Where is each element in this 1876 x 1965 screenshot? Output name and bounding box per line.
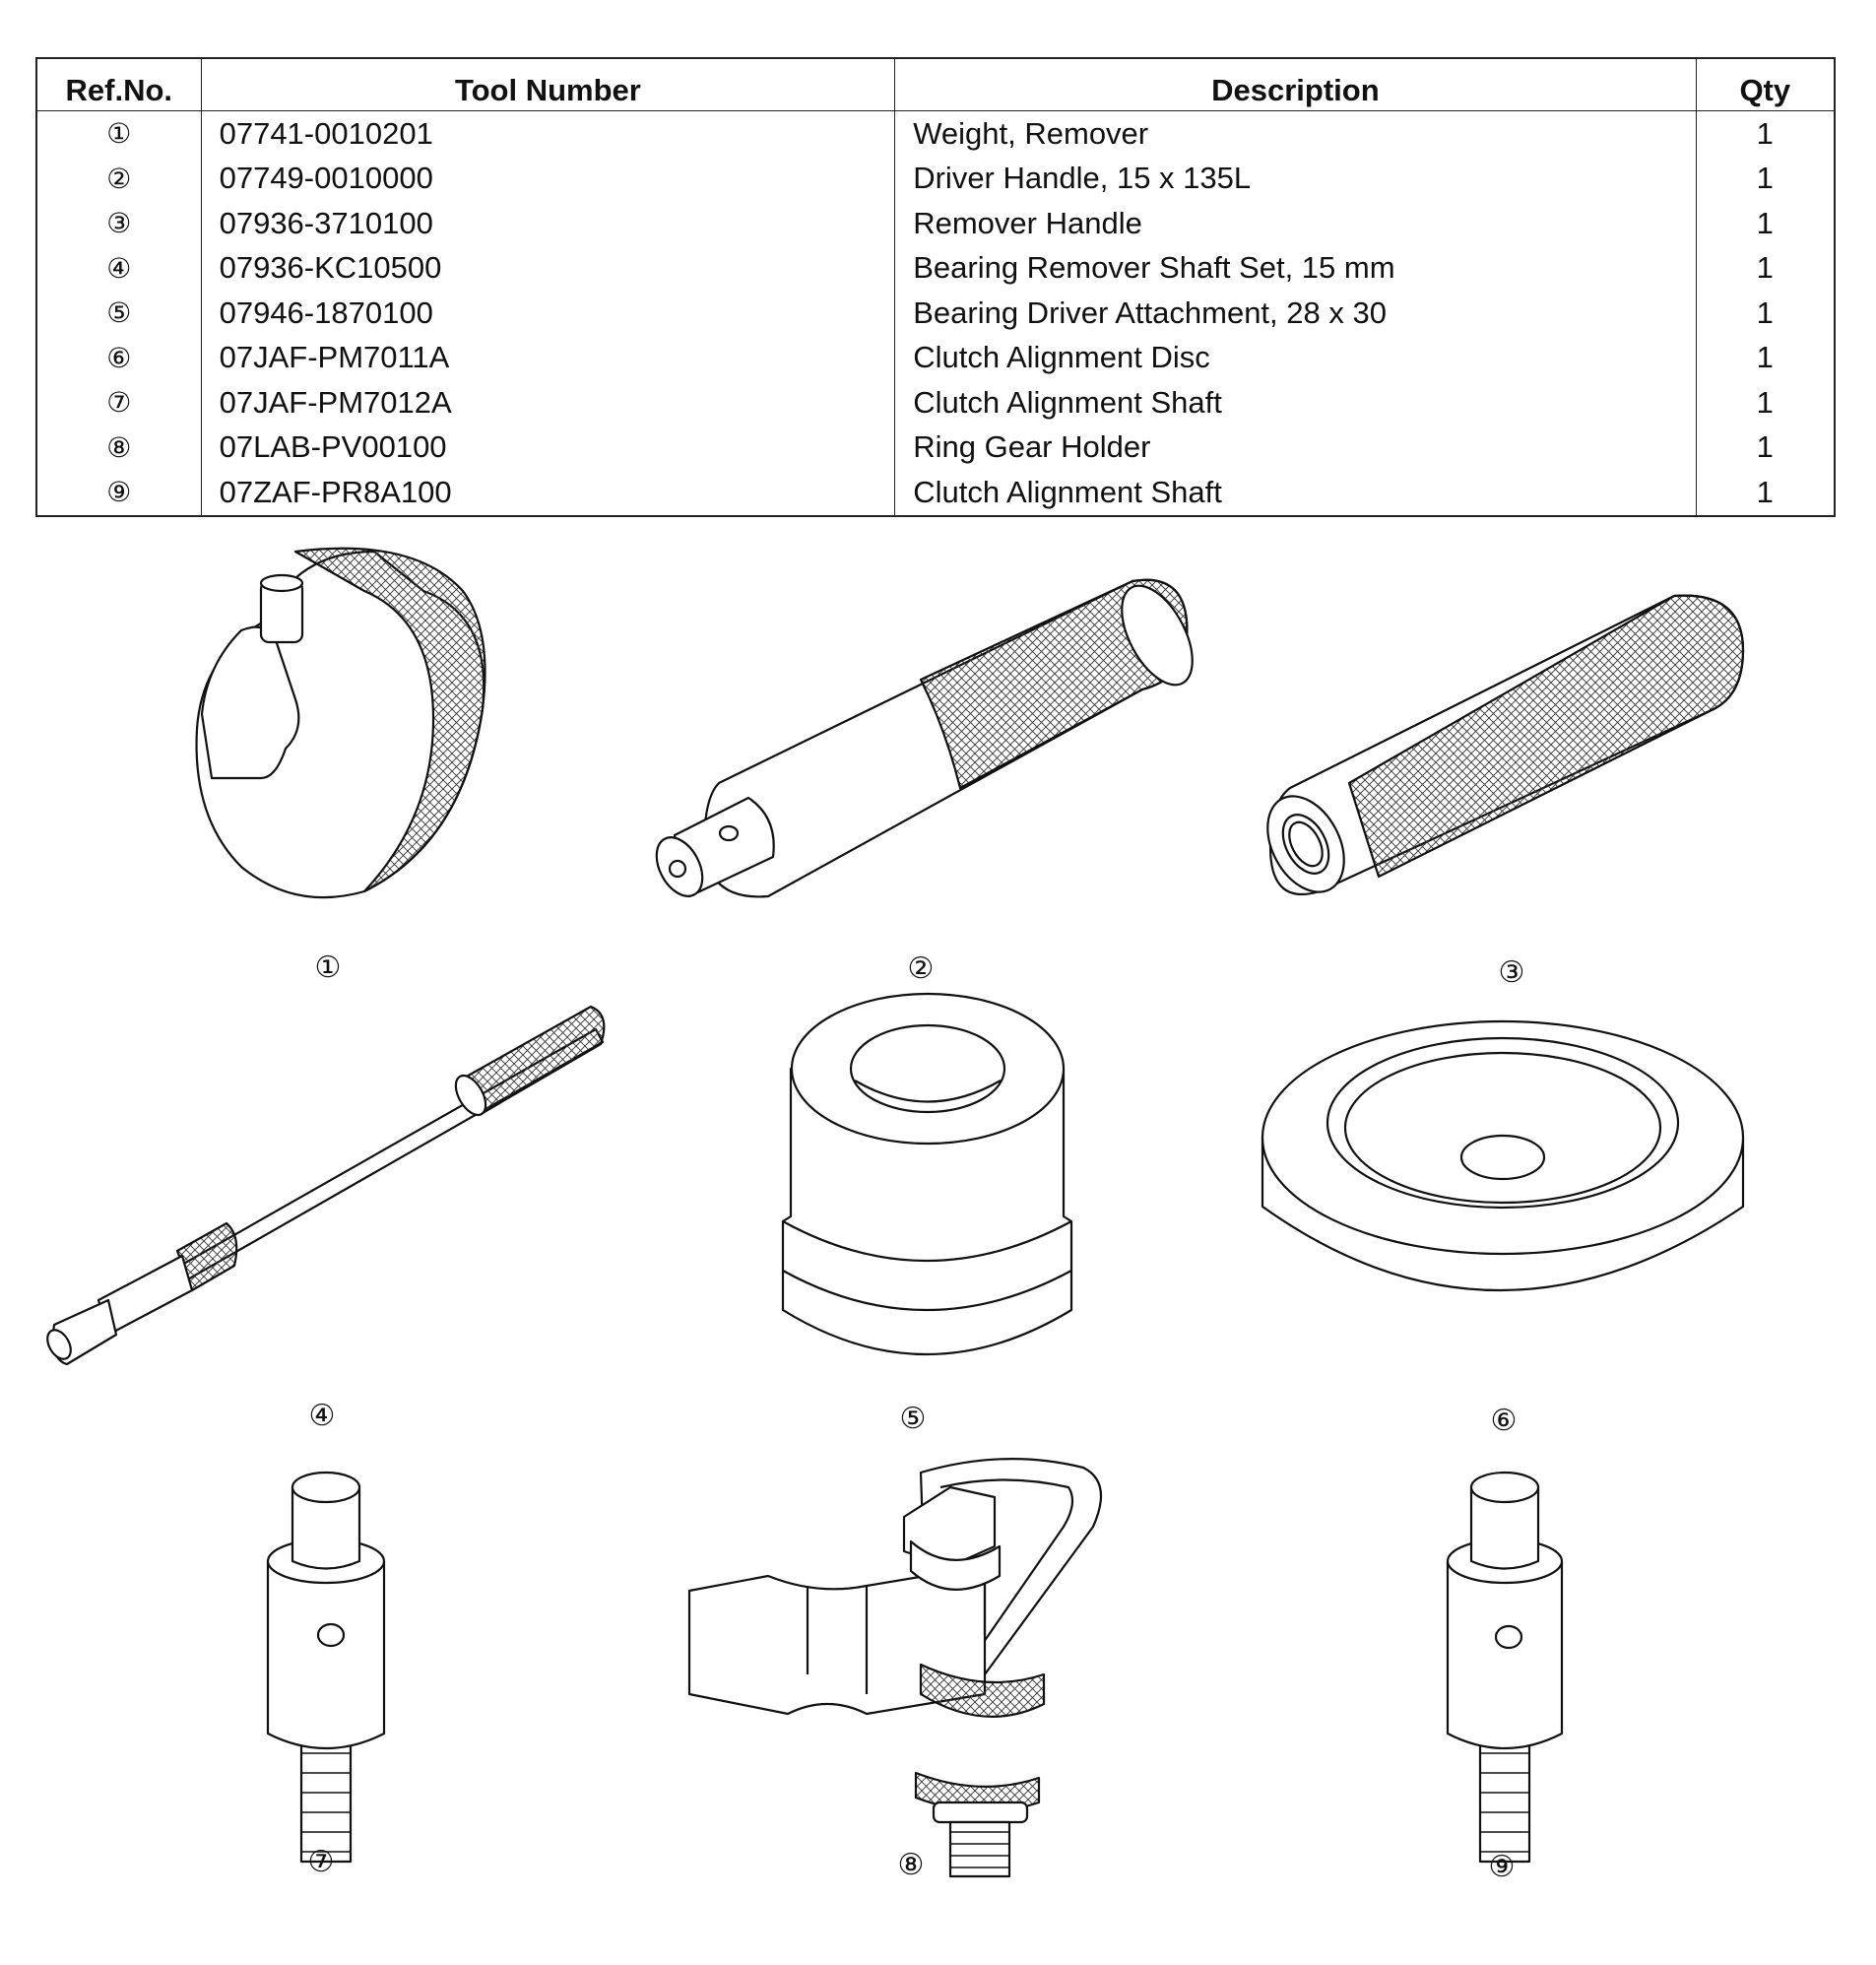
ref-number: ② — [35, 156, 202, 201]
figure-label-6: ⑥ — [1490, 1404, 1518, 1438]
bearing-driver-attachment-illustration — [781, 992, 1073, 1355]
tool-description: Bearing Remover Shaft Set, 15 mm — [894, 245, 1697, 291]
bearing-remover-shaft-illustration — [46, 1005, 606, 1366]
tool-description: Bearing Driver Attachment, 28 x 30 — [894, 291, 1697, 336]
tool-description: Driver Handle, 15 x 135L — [894, 156, 1697, 201]
driver-handle-illustration — [655, 578, 1194, 898]
tool-description: Clutch Alignment Shaft — [894, 470, 1697, 516]
header-ref-no: Ref.No. — [35, 57, 202, 111]
tool-description: Weight, Remover — [894, 110, 1697, 157]
tool-qty: 1 — [1695, 156, 1836, 201]
header-description: Description — [894, 57, 1697, 111]
ring-gear-holder-illustration — [687, 1458, 1103, 1878]
tool-number: 07LAB-PV00100 — [200, 425, 896, 470]
ref-number: ⑧ — [35, 425, 202, 470]
figure-label-1: ① — [314, 950, 342, 985]
table-header-row: Ref.No. Tool Number Description Qty — [35, 57, 1836, 111]
tool-number: 07946-1870100 — [200, 291, 896, 336]
ref-number: ③ — [35, 201, 202, 246]
tool-number: 07749-0010000 — [200, 156, 896, 201]
tool-qty: 1 — [1695, 470, 1836, 516]
tool-qty: 1 — [1695, 380, 1836, 426]
tool-qty: 1 — [1695, 110, 1836, 157]
figure-label-2: ② — [907, 951, 935, 986]
header-tool-number: Tool Number — [200, 57, 896, 111]
header-qty: Qty — [1695, 57, 1836, 111]
clutch-alignment-shaft-2-illustration — [1446, 1471, 1564, 1864]
figure-label-8: ⑧ — [897, 1848, 925, 1882]
figure-label-7: ⑦ — [307, 1845, 335, 1879]
tool-qty: 1 — [1695, 335, 1836, 380]
tool-description: Remover Handle — [894, 201, 1697, 246]
figure-label-4: ④ — [308, 1399, 336, 1433]
tool-qty: 1 — [1695, 291, 1836, 336]
weight-remover-illustration — [195, 547, 486, 899]
ref-number: ⑦ — [35, 380, 202, 426]
remover-handle-illustration — [1266, 594, 1745, 896]
tool-qty: 1 — [1695, 245, 1836, 291]
ref-number: ⑥ — [35, 335, 202, 380]
figure-label-3: ③ — [1498, 955, 1525, 990]
tool-description: Clutch Alignment Disc — [894, 335, 1697, 380]
figure-label-9: ⑨ — [1488, 1850, 1516, 1884]
ref-number: ④ — [35, 245, 202, 291]
tool-number: 07ZAF-PR8A100 — [200, 470, 896, 516]
ref-number: ⑨ — [35, 470, 202, 516]
tool-number: 07JAF-PM7011A — [200, 335, 896, 380]
tool-number: 07JAF-PM7012A — [200, 380, 896, 426]
tool-number: 07936-3710100 — [200, 201, 896, 246]
tool-description: Ring Gear Holder — [894, 425, 1697, 470]
tool-number: 07741-0010201 — [200, 110, 896, 157]
figure-label-5: ⑤ — [899, 1402, 927, 1436]
tool-qty: 1 — [1695, 201, 1836, 246]
ref-number: ⑤ — [35, 291, 202, 336]
ref-number: ① — [35, 110, 202, 157]
clutch-alignment-shaft-illustration — [266, 1471, 386, 1864]
tool-qty: 1 — [1695, 425, 1836, 470]
tool-number: 07936-KC10500 — [200, 245, 896, 291]
clutch-alignment-disc-illustration — [1261, 1019, 1745, 1292]
tool-description: Clutch Alignment Shaft — [894, 380, 1697, 426]
